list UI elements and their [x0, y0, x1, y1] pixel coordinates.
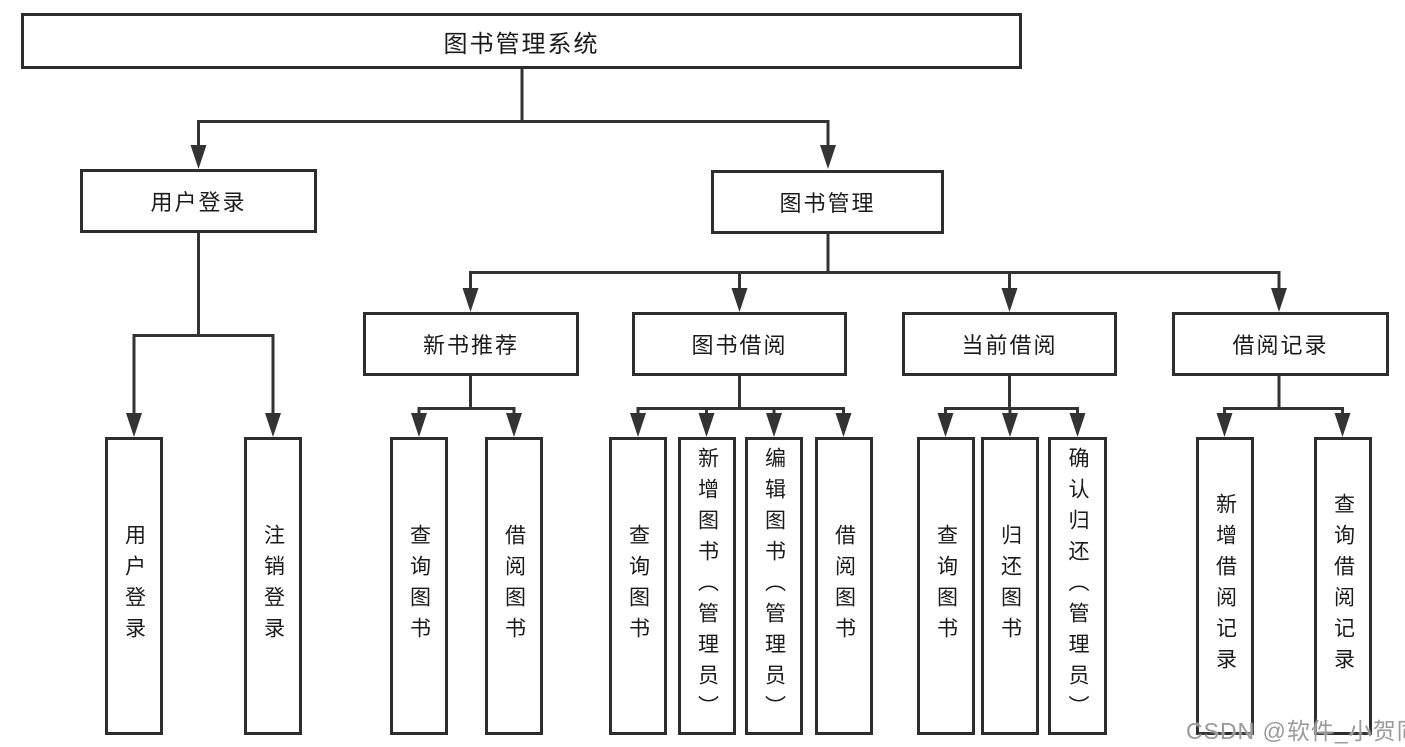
leaf-query-books-recommend: 查询图书	[390, 437, 448, 735]
leaf-confirm-return-admin-label: 确认归还（管理员）	[1066, 446, 1089, 726]
node-book-management: 图书管理	[711, 170, 944, 234]
watermark: CSDN @软件_小贺同学	[1186, 718, 1405, 744]
node-borrowing-records: 借阅记录	[1172, 312, 1389, 376]
leaf-borrow-books-borrowing-label: 借阅图书	[832, 524, 856, 648]
leaf-edit-book-admin: 编辑图书（管理员）	[745, 437, 803, 735]
leaf-add-borrow-record: 新增借阅记录	[1196, 437, 1254, 735]
node-user-login-label: 用户登录	[150, 190, 247, 215]
arrowheads	[126, 145, 1351, 437]
leaf-borrow-books-recommend: 借阅图书	[485, 437, 543, 735]
node-new-book-recommend: 新书推荐	[363, 312, 579, 376]
leaf-logout: 注销登录	[244, 437, 302, 735]
leaf-query-books-recommend-label: 查询图书	[407, 524, 431, 648]
node-borrowing-records-label: 借阅记录	[1232, 333, 1329, 358]
leaf-query-books-current: 查询图书	[917, 437, 975, 735]
leaf-return-book-label: 归还图书	[998, 524, 1022, 648]
node-current-borrowing-label: 当前借阅	[961, 333, 1058, 358]
node-book-management-label: 图书管理	[779, 191, 876, 216]
node-root-label: 图书管理系统	[443, 30, 600, 58]
leaf-add-book-admin-label: 新增图书（管理员）	[695, 446, 719, 726]
node-new-book-recommend-label: 新书推荐	[422, 333, 519, 358]
leaf-query-borrow-record: 查询借阅记录	[1314, 437, 1372, 735]
leaf-logout-label: 注销登录	[261, 524, 285, 648]
leaf-edit-book-admin-label: 编辑图书（管理员）	[762, 446, 786, 726]
leaf-user-login-label: 用户登录	[122, 524, 146, 648]
leaf-add-borrow-record-label: 新增借阅记录	[1213, 493, 1237, 679]
leaf-query-books-borrowing-label: 查询图书	[626, 524, 650, 648]
node-root: 图书管理系统	[21, 13, 1022, 69]
leaf-borrow-books-borrowing: 借阅图书	[815, 437, 873, 735]
leaf-user-login: 用户登录	[105, 437, 163, 735]
node-book-borrowing-label: 图书借阅	[691, 333, 788, 358]
node-book-borrowing: 图书借阅	[632, 312, 847, 376]
node-current-borrowing: 当前借阅	[902, 312, 1117, 376]
node-user-login: 用户登录	[80, 169, 317, 233]
leaf-query-borrow-record-label: 查询借阅记录	[1331, 493, 1355, 679]
leaf-query-books-current-label: 查询图书	[934, 524, 958, 648]
leaf-return-book: 归还图书	[981, 437, 1039, 735]
leaf-add-book-admin: 新增图书（管理员）	[678, 437, 736, 735]
leaf-confirm-return-admin: 确认归还（管理员）	[1048, 437, 1107, 735]
leaf-borrow-books-recommend-label: 借阅图书	[502, 524, 526, 648]
leaf-query-books-borrowing: 查询图书	[609, 437, 667, 735]
connector-line-group	[132, 68, 1344, 420]
